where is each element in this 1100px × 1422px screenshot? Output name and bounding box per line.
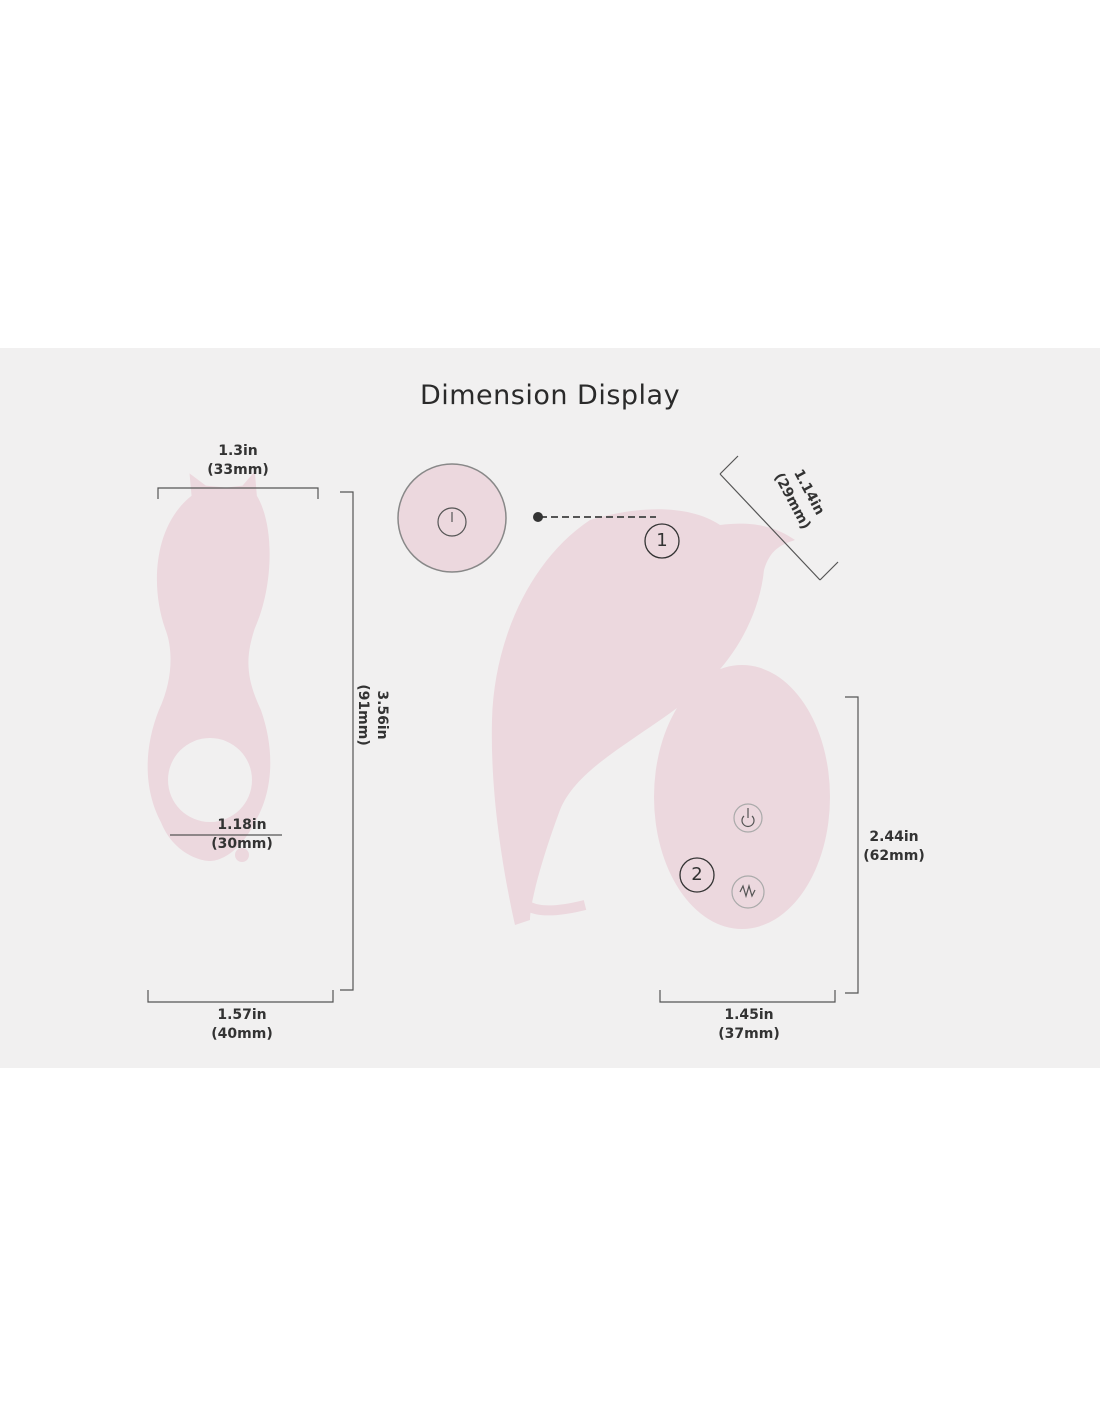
page-title: Dimension Display [419, 380, 681, 411]
remote-product [654, 665, 830, 929]
dimension-inches: 2.44in [869, 829, 919, 845]
dimension-inches: 3.56in [374, 690, 390, 740]
dimension-inches: 1.57in [217, 1007, 267, 1023]
callout-1: 1 [656, 530, 668, 551]
ring-height-label: 3.56in (91mm) [353, 684, 391, 745]
ring-top-width-label: 1.3in (33mm) [207, 442, 268, 480]
callout-2: 2 [691, 864, 703, 885]
dimension-mm: (91mm) [355, 684, 371, 746]
dimension-inches: 1.45in [724, 1007, 774, 1023]
remote-width-label: 1.45in (37mm) [718, 1006, 779, 1044]
dimension-mm: (62mm) [863, 848, 925, 864]
remote-height-label: 2.44in (62mm) [863, 828, 924, 866]
ring-inner-label: 1.18in (30mm) [211, 816, 272, 854]
dimension-inches: 1.18in [217, 817, 267, 833]
dimension-inches: 1.3in [218, 443, 258, 459]
egg-product [491, 509, 795, 925]
dimension-mm: (30mm) [211, 836, 273, 852]
dimension-mm: (33mm) [207, 462, 269, 478]
dimension-mm: (37mm) [718, 1026, 780, 1042]
dimension-mm: (40mm) [211, 1026, 273, 1042]
ring-bottom-width-label: 1.57in (40mm) [211, 1006, 272, 1044]
